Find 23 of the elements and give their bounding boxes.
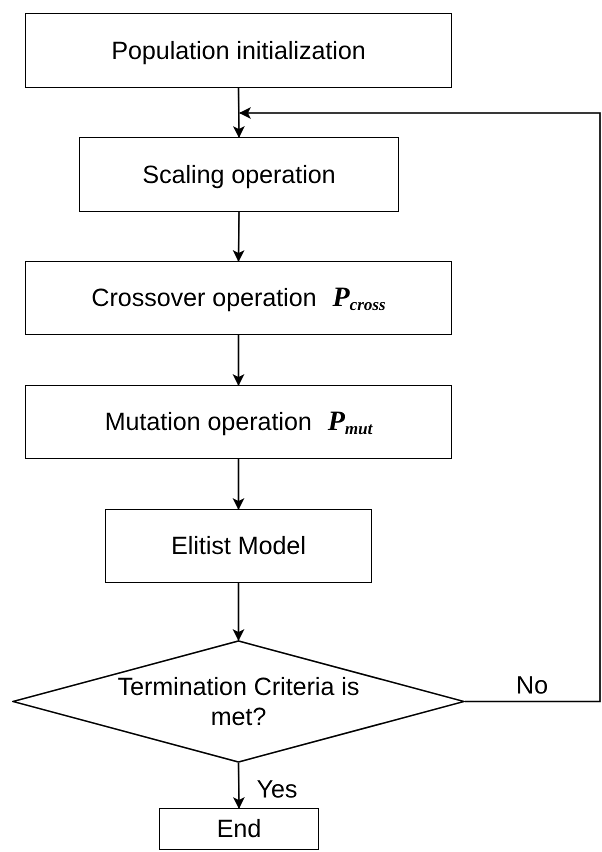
node-text: Population initialization: [111, 36, 366, 66]
arrow: [232, 335, 244, 386]
decision-diamond: [12, 640, 465, 763]
arrow: [232, 583, 244, 641]
arrow: [232, 459, 244, 510]
process-box: [79, 137, 399, 212]
process-box: [25, 13, 452, 88]
node-text: Crossover operation: [91, 283, 317, 313]
node-text: Scaling operation: [142, 160, 336, 190]
arrow: [232, 212, 245, 262]
arrow: [232, 88, 245, 138]
node-text: Termination Criteria is met?: [116, 672, 360, 732]
node-text: Elitist Model: [171, 531, 306, 561]
process-box: [159, 808, 319, 850]
arrow: [232, 763, 245, 809]
node-text: End: [216, 814, 262, 844]
probability-symbol: P$_{mut}$: [328, 405, 372, 440]
probability-symbol: P$_{cross}$: [332, 281, 386, 316]
node-text: Mutation operation: [104, 407, 312, 437]
process-box: [105, 509, 372, 583]
arrow: [239, 107, 601, 702]
process-box: [25, 385, 452, 459]
process-box: [25, 261, 452, 335]
